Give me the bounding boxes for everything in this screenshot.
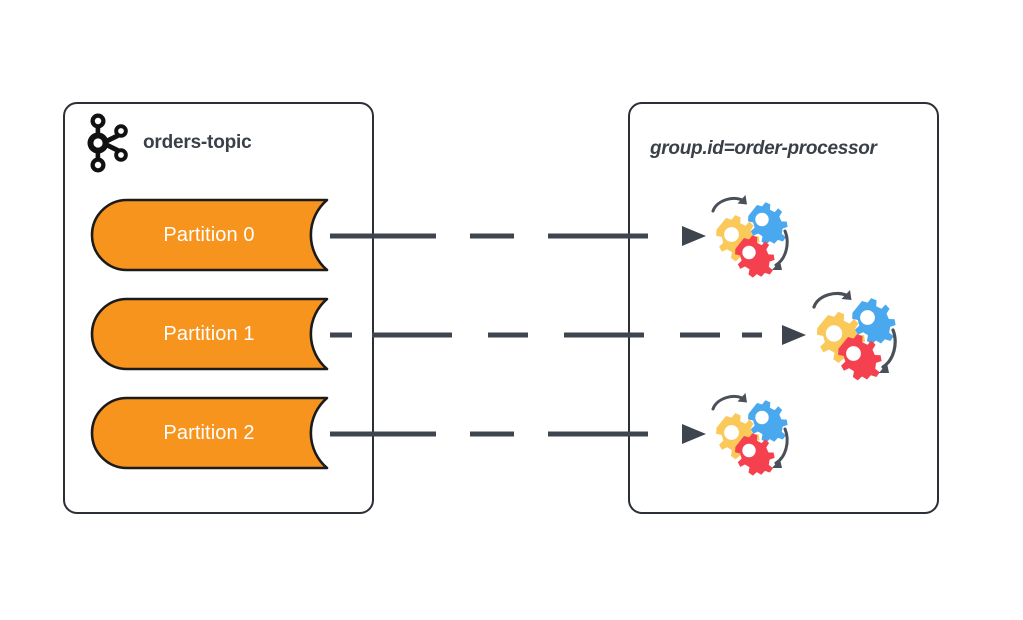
gear-red xyxy=(735,433,775,476)
rotation-arrow-bottom-head xyxy=(879,363,889,373)
topic-header: orders-topic xyxy=(85,110,252,176)
connector-partition-2 xyxy=(330,424,706,444)
gear-blue xyxy=(748,400,788,443)
rotation-arrow-top-head xyxy=(841,290,852,300)
rotation-arrow-top xyxy=(711,196,746,213)
connector-partition-0 xyxy=(330,226,706,246)
partition-shape xyxy=(90,396,329,470)
rotation-arrow-bottom-head xyxy=(772,261,782,270)
rotation-arrow-bottom-head xyxy=(772,459,782,468)
gear-red xyxy=(735,235,775,278)
partition-0[interactable]: Partition 0 xyxy=(90,198,346,272)
partition-shape xyxy=(90,297,329,371)
connector-partition-1 xyxy=(330,325,806,345)
kafka-logo-icon xyxy=(87,113,128,173)
partition-2[interactable]: Partition 2 xyxy=(90,396,346,470)
group-id-label: group.id=order-processor xyxy=(650,138,877,159)
consumer-1-gears-icon[interactable] xyxy=(800,288,910,381)
rotation-arrow-top xyxy=(812,291,850,309)
consumer-0-gears-icon[interactable] xyxy=(700,193,800,278)
rotation-arrow-top-head xyxy=(737,393,747,403)
rotation-arrow-top xyxy=(711,394,746,411)
gear-red xyxy=(838,334,882,381)
partition-shape xyxy=(90,198,329,272)
topic-name-label: orders-topic xyxy=(143,132,252,153)
partition-1[interactable]: Partition 1 xyxy=(90,297,346,371)
rotation-arrow-top-head xyxy=(737,195,747,205)
gear-blue xyxy=(852,298,896,345)
gear-blue xyxy=(748,202,788,245)
consumer-2-gears-icon[interactable] xyxy=(700,391,800,476)
